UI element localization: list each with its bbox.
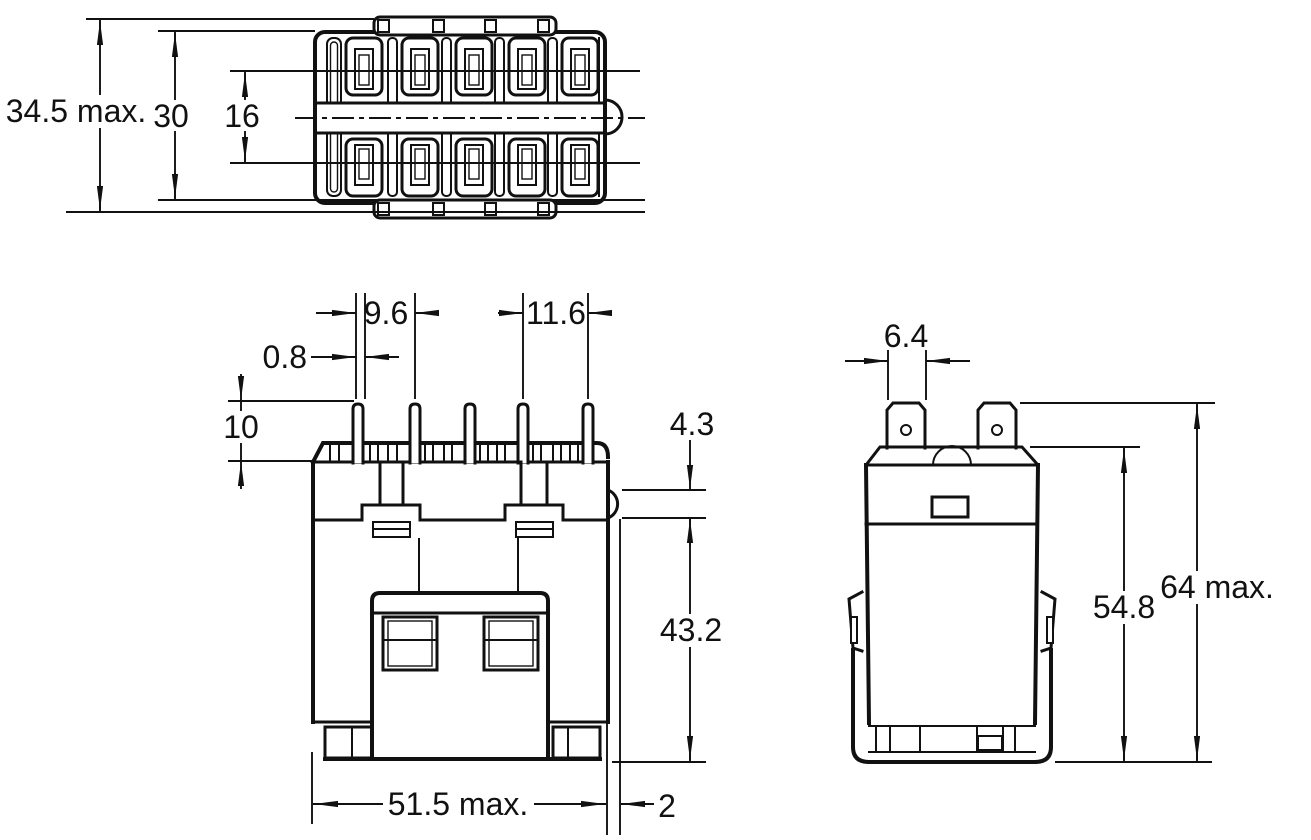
side-view-dome	[931, 445, 973, 467]
dim-label-overall-height: 64 max.	[1160, 569, 1274, 605]
front-view-side-protrusion	[606, 488, 620, 520]
top-view	[313, 15, 624, 220]
dim-label-contact-row-span: 16	[224, 98, 260, 134]
clip-window-right	[482, 615, 540, 672]
pin-3	[463, 402, 477, 465]
dim-label-overall-depth: 34.5 max.	[6, 93, 147, 129]
front-view	[310, 402, 620, 761]
dim-label-pin-pitch-right: 11.6	[526, 295, 586, 331]
dimension-labels: 34.5 max. 30 16 9.6 11.6 0.8 10 4.3 43.2…	[4, 93, 1277, 824]
front-view-terminal-towers	[378, 460, 549, 507]
dim-label-pin-pitch-left: 9.6	[364, 295, 408, 331]
dim-label-case-height: 54.8	[1093, 589, 1155, 625]
dim-label-pin-thickness: 0.8	[263, 339, 307, 375]
top-view-side-protrusion	[603, 98, 624, 136]
pin-2	[408, 402, 422, 465]
side-view-base	[851, 648, 1053, 764]
dim-label-case-depth: 30	[153, 98, 189, 134]
side-view-latches	[847, 589, 1057, 653]
front-view-vent-slots	[372, 521, 554, 538]
pin-5	[581, 402, 595, 465]
tab-left-hole	[900, 424, 912, 436]
dim-label-pin-length: 10	[223, 409, 259, 445]
clip-window-left	[381, 615, 439, 672]
dim-label-tab-width: 6.4	[884, 318, 928, 354]
front-view-pins	[351, 402, 595, 465]
dim-label-protrusion-height: 4.3	[670, 406, 714, 442]
dim-label-body-height: 43.2	[660, 612, 722, 648]
tab-right-hole	[991, 424, 1003, 436]
dim-label-overall-width: 51.5 max.	[388, 786, 529, 822]
top-view-contact-units	[344, 36, 600, 198]
side-view	[847, 401, 1057, 764]
side-view-quick-connect-tabs	[885, 401, 1018, 450]
pin-1	[351, 402, 365, 465]
pin-4	[516, 402, 530, 465]
front-view-clip-block	[370, 591, 550, 761]
dim-label-protrusion-offset: 2	[658, 788, 676, 824]
side-view-indicator-window	[930, 495, 970, 519]
front-view-terminal-ticks	[329, 445, 579, 461]
